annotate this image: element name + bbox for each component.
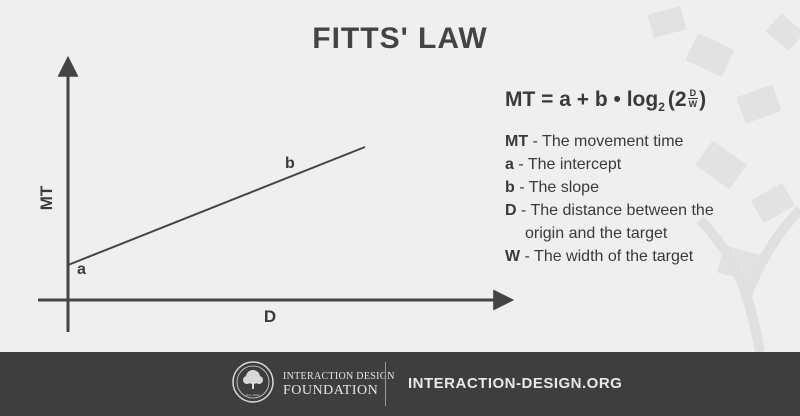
definition-text: - The slope xyxy=(514,179,599,196)
footer-divider xyxy=(385,362,386,406)
intercept-label: a xyxy=(77,261,86,278)
formula-close: ) xyxy=(699,88,707,111)
brand-top: INTERACTION DESIGN xyxy=(283,371,395,382)
definition-text: - The movement time xyxy=(528,133,684,150)
definition-term: b xyxy=(505,179,515,196)
regression-line xyxy=(67,146,366,266)
definition-term: W xyxy=(505,248,521,265)
page-title: FITTS' LAW xyxy=(312,22,488,55)
definition-a: a - The intercept xyxy=(505,153,795,176)
website-link[interactable]: INTERACTION-DESIGN.ORG xyxy=(408,375,623,392)
y-axis-label: MT xyxy=(37,185,56,210)
slope-label: b xyxy=(285,155,295,172)
definition-text: - The width of the target xyxy=(520,248,694,265)
decorative-leaves xyxy=(647,6,800,352)
formula-prefix: MT = a + b • log xyxy=(505,88,659,111)
logo-caption: Est. 2002 xyxy=(246,393,259,397)
ixdf-logo-icon[interactable]: Est. 2002 xyxy=(231,360,275,404)
definition-text: - The intercept xyxy=(513,156,622,173)
definition-term: MT xyxy=(505,133,529,150)
formula-open: (2 xyxy=(667,88,687,111)
definitions-list: MT - The movement time a - The intercept… xyxy=(505,130,795,268)
formula-denominator: W xyxy=(688,98,698,109)
ixdf-brand[interactable]: INTERACTION DESIGN FOUNDATION xyxy=(283,370,395,398)
x-axis-label: D xyxy=(264,307,276,326)
definition-text: - The distance between the xyxy=(516,202,714,219)
formula-numerator: D xyxy=(687,87,699,99)
brand-bottom: FOUNDATION xyxy=(283,383,379,398)
definition-text: origin and the target xyxy=(525,225,668,242)
definition-d: D - The distance between the xyxy=(505,199,795,222)
definition-w: W - The width of the target xyxy=(505,245,795,268)
fitts-graph: MT D a b xyxy=(37,55,515,332)
footer-bar: Est. 2002 INTERACTION DESIGN FOUNDATION … xyxy=(0,352,800,416)
formula-log-base: 2 xyxy=(658,100,665,114)
definition-term: a xyxy=(505,156,514,173)
definition-b: b - The slope xyxy=(505,176,795,199)
definition-d-continued: origin and the target xyxy=(505,222,795,245)
definition-mt: MT - The movement time xyxy=(505,130,795,153)
definition-term: D xyxy=(505,202,517,219)
